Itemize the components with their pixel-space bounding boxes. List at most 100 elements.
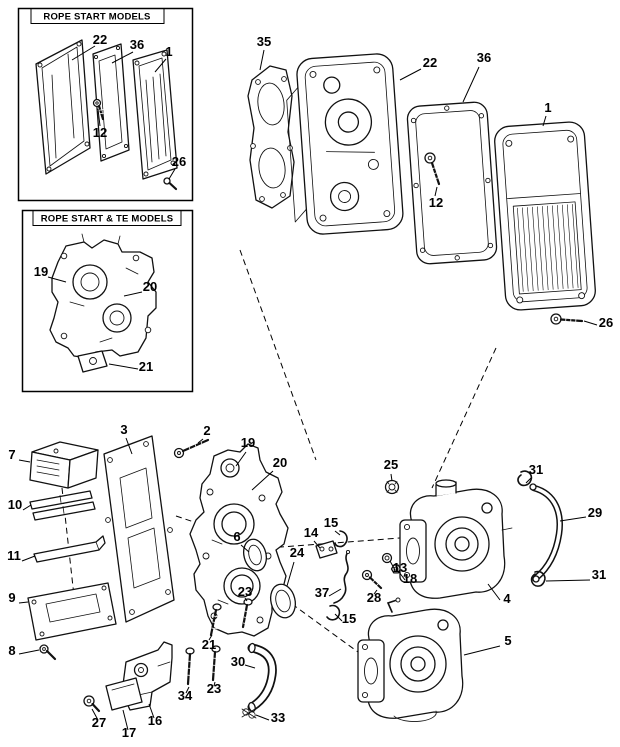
callout-15b: 15 (342, 611, 356, 626)
inset-rope-start-te: ROPE START & TE MODELS 19 20 21 (21, 209, 194, 393)
inset1-screw-26 (163, 177, 178, 191)
callout-14: 14 (304, 525, 319, 540)
hose-30 (247, 642, 277, 713)
inset1-screw-12 (92, 98, 105, 121)
callout-31a: 31 (529, 462, 543, 477)
screw-26-main (550, 313, 584, 326)
callout-7: 7 (8, 447, 15, 462)
callout-19: 19 (241, 435, 255, 450)
callout-24: 24 (290, 545, 305, 560)
screw-8 (39, 644, 57, 661)
screw-23a (241, 598, 253, 629)
reed-block-7 (29, 441, 99, 489)
carburetor-5 (357, 597, 464, 722)
screw-21 (209, 603, 222, 637)
gasket-24 (270, 583, 296, 619)
reed-petals-10 (29, 490, 96, 521)
assembly-axis-lines (239, 249, 497, 489)
gasket-36-main (406, 101, 498, 265)
top-assembly: 35 22 36 1 12 26 (239, 34, 613, 489)
callout-28: 28 (367, 590, 381, 605)
callout-23b: 23 (207, 681, 221, 696)
callout-37: 37 (315, 585, 329, 600)
callout-21: 21 (202, 637, 216, 652)
callout-11: 11 (7, 548, 21, 563)
callout-15a: 15 (324, 515, 338, 530)
screw-12-main (424, 152, 441, 186)
inset-title: ROPE START MODELS (43, 12, 150, 23)
callout-26: 26 (599, 315, 613, 330)
top-leader-lines (259, 49, 598, 326)
plate-17 (105, 677, 143, 711)
inset2-intake-manifold (49, 233, 157, 359)
screen-plate-1-main (494, 121, 596, 311)
screw-27 (83, 695, 101, 713)
callout-3: 3 (120, 422, 127, 437)
assembly-axis-lines-lower (61, 487, 401, 653)
callout-36: 36 (130, 37, 144, 52)
inset2-bracket-21 (77, 350, 108, 373)
callout-25: 25 (384, 457, 398, 472)
clip-31a (517, 470, 533, 487)
callout-18: 18 (403, 571, 417, 586)
callout-34: 34 (178, 688, 193, 703)
inset1-screen-plate-1 (132, 49, 178, 180)
clip-31b (530, 570, 546, 587)
callout-21: 21 (139, 359, 153, 374)
inset2-leader-lines (47, 276, 143, 370)
callout-22: 22 (423, 55, 437, 70)
intake-cover-22 (286, 53, 404, 235)
carburetor-4 (399, 479, 513, 599)
callout-12: 12 (429, 195, 443, 210)
callout-27: 27 (92, 715, 106, 730)
callout-12: 12 (93, 125, 107, 140)
clamp-33 (241, 708, 257, 719)
gasket-35 (247, 65, 295, 209)
callout-36: 36 (477, 50, 491, 65)
callout-6: 6 (233, 529, 240, 544)
callout-16: 16 (148, 713, 162, 728)
callout-31b: 31 (592, 567, 606, 582)
callout-4: 4 (503, 591, 511, 606)
callout-23a: 23 (238, 584, 252, 599)
inset1-leader-lines (71, 45, 176, 180)
inset-rope-start: ROPE START MODELS (17, 7, 194, 202)
callout-33: 33 (271, 710, 285, 725)
washer-13 (381, 552, 393, 564)
screw-34 (185, 647, 195, 686)
bracket-14 (315, 540, 338, 559)
callout-29: 29 (588, 505, 602, 520)
callout-35: 35 (257, 34, 271, 49)
screw-23b (210, 645, 221, 682)
gasket-9 (27, 582, 117, 641)
callout-30: 30 (231, 654, 245, 669)
link-rod-37 (333, 549, 351, 604)
callout-1: 1 (544, 100, 551, 115)
callout-22: 22 (93, 32, 107, 47)
inset-title: ROPE START & TE MODELS (41, 214, 173, 225)
callout-5: 5 (504, 633, 511, 648)
screw-28 (361, 569, 383, 590)
callout-2: 2 (203, 423, 210, 438)
inset1-gasket-36 (92, 43, 130, 162)
callout-26: 26 (172, 154, 186, 169)
callout-1: 1 (165, 44, 172, 59)
callout-10: 10 (8, 497, 22, 512)
intake-manifold-19-20 (189, 443, 289, 637)
clip-15b (326, 604, 341, 621)
inset-title-box (30, 8, 165, 24)
lower-assembly: 3 2 19 7 20 25 31 29 10 15 14 6 24 13 18… (7, 422, 606, 740)
handle-29 (529, 483, 563, 583)
callout-8: 8 (8, 643, 15, 658)
lower-leader-lines (18, 437, 591, 731)
grommet-25 (384, 479, 400, 495)
adapter-plate-3 (103, 435, 175, 623)
callout-13: 13 (393, 560, 407, 575)
reed-stops-11 (33, 535, 106, 563)
inset1-cover-plate-22 (35, 39, 91, 175)
callout-20: 20 (143, 279, 157, 294)
clip-15a (334, 530, 348, 548)
callout-19: 19 (34, 264, 48, 279)
